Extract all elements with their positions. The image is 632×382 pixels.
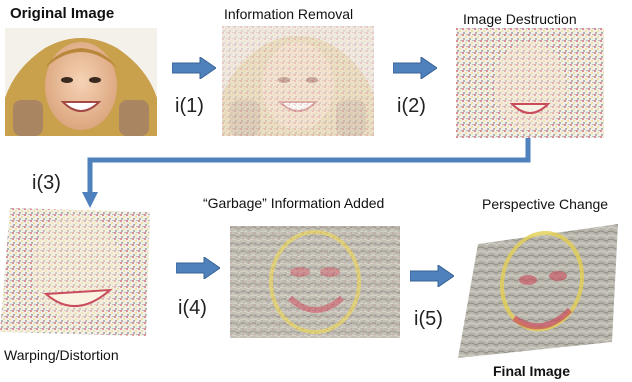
label-final-image: Final Image xyxy=(493,363,571,379)
right-arrow-icon xyxy=(176,257,220,279)
warping-distortion-image xyxy=(0,208,152,336)
step-label-2: i(2) xyxy=(397,95,426,117)
elbow-arrow-icon xyxy=(82,138,531,208)
step-label-1: i(1) xyxy=(175,95,204,117)
label-perspective-change: Perspective Change xyxy=(482,196,609,212)
step-label-4: i(4) xyxy=(178,297,207,319)
right-arrow-icon xyxy=(410,265,454,287)
perspective-change-image xyxy=(458,214,620,358)
step-label-5: i(5) xyxy=(414,308,443,330)
information-removal-image xyxy=(222,26,374,136)
label-information-removal: Information Removal xyxy=(224,6,354,22)
label-image-destruction: Image Destruction xyxy=(463,11,577,27)
label-original-image: Original Image xyxy=(10,5,115,22)
label-warping-distortion: Warping/Distortion xyxy=(4,347,119,363)
step-label-3: i(3) xyxy=(32,172,61,194)
garbage-information-image xyxy=(230,226,400,338)
right-arrow-icon xyxy=(393,57,437,79)
right-arrow-icon xyxy=(172,57,216,79)
image-destruction-image xyxy=(456,28,604,138)
label-garbage-information: “Garbage” Information Added xyxy=(203,195,385,211)
original-image xyxy=(5,28,157,136)
